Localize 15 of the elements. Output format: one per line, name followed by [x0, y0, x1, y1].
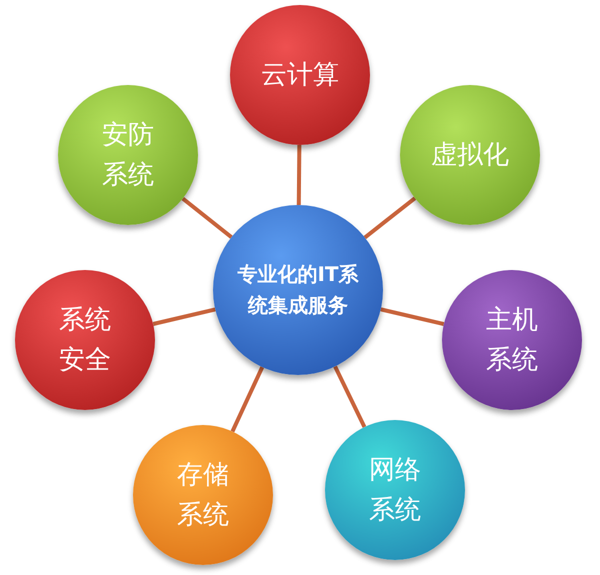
- topic-circle: 网络系统: [325, 420, 465, 560]
- connector-line: [152, 307, 216, 326]
- connector-line: [333, 366, 366, 428]
- topic-circle: 安防系统: [58, 85, 198, 225]
- topic-circle: 存储系统: [133, 425, 273, 565]
- connector-line: [296, 144, 302, 206]
- topic-circle: 主机系统: [442, 270, 582, 410]
- connector-line: [182, 196, 233, 239]
- topic-circle: 系统安全: [15, 270, 155, 410]
- connector-line: [380, 307, 444, 326]
- connector-line: [230, 366, 264, 432]
- topic-circle: 云计算: [230, 5, 370, 145]
- connector-line: [364, 196, 416, 240]
- center-circle: 专业化的IT系统集成服务: [213, 205, 383, 375]
- topic-circle: 虚拟化: [400, 85, 540, 225]
